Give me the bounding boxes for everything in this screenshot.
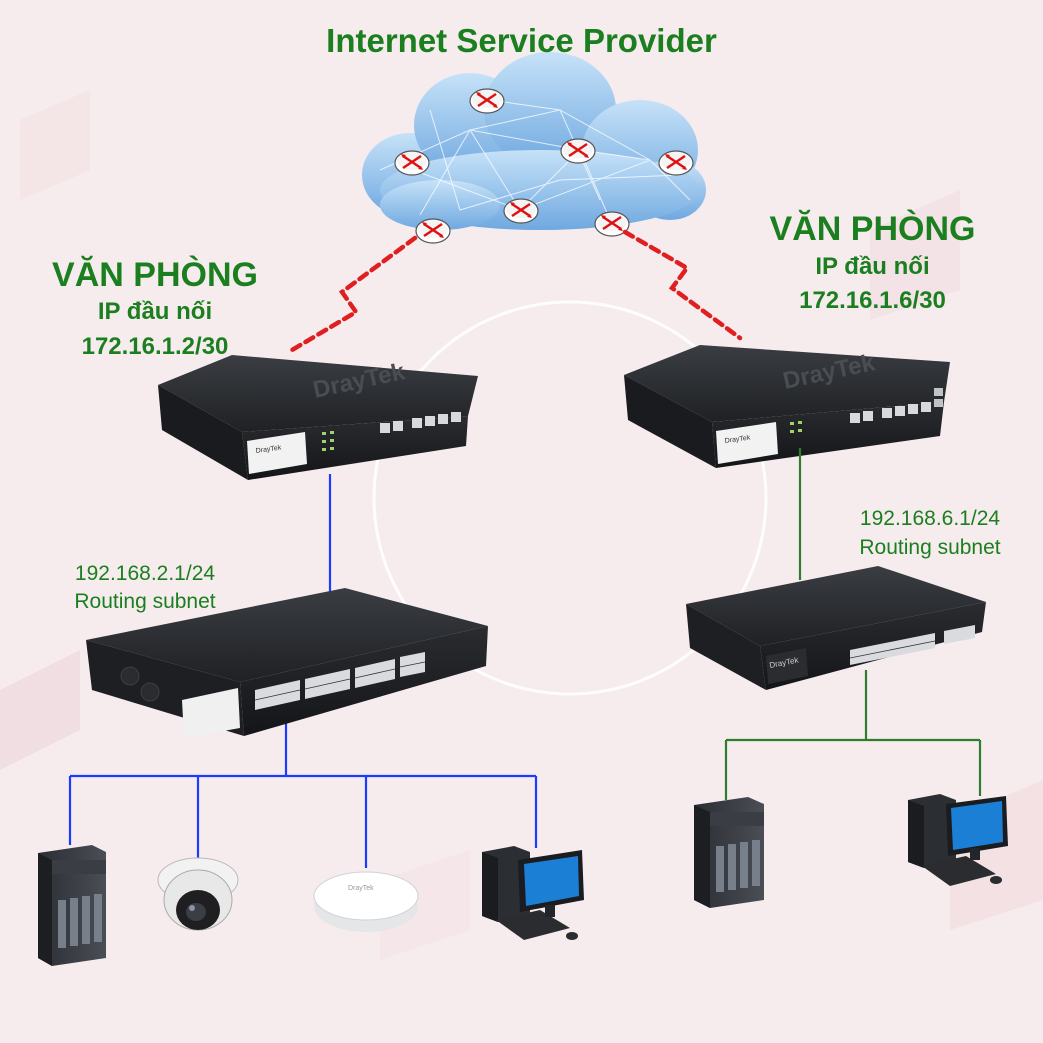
desktop-pc-icon	[908, 794, 1008, 886]
wireless-access-point-icon: DrayTek	[313, 871, 419, 932]
isp-title: Internet Service Provider	[326, 22, 717, 59]
left-office-ip: 172.16.1.2/30	[81, 333, 229, 360]
svg-text:DrayTek: DrayTek	[255, 444, 282, 455]
left-subnet-label: Routing subnet	[74, 590, 216, 613]
desktop-pc-icon	[482, 846, 584, 940]
right-office-name: VĂN PHÒNG	[769, 210, 976, 248]
right-switch: DrayTek	[686, 566, 986, 690]
right-office-ip-label: IP đầu nối	[815, 253, 930, 280]
right-subnet-ip: 192.168.6.1/24	[859, 507, 1001, 530]
left-office-name: VĂN PHÒNG	[52, 256, 258, 294]
left-switch	[86, 588, 488, 738]
right-office-ip: 172.16.1.6/30	[799, 287, 946, 314]
right-subnet-label: Routing subnet	[859, 536, 1001, 559]
left-router: DrayTek DrayTek	[158, 355, 478, 480]
left-office-ip-label: IP đầu nối	[97, 298, 213, 325]
right-lan-links	[724, 448, 982, 800]
isp-cloud	[362, 52, 706, 245]
server-tower-icon	[38, 845, 106, 966]
svg-text:DrayTek: DrayTek	[348, 885, 374, 892]
wan-links	[289, 229, 743, 353]
left-subnet-ip: 192.168.2.1/24	[74, 562, 216, 585]
svg-text:DrayTek: DrayTek	[724, 434, 751, 445]
right-router: DrayTek DrayTek	[624, 345, 950, 468]
server-tower-icon	[694, 797, 764, 908]
dome-camera-icon	[157, 857, 239, 931]
